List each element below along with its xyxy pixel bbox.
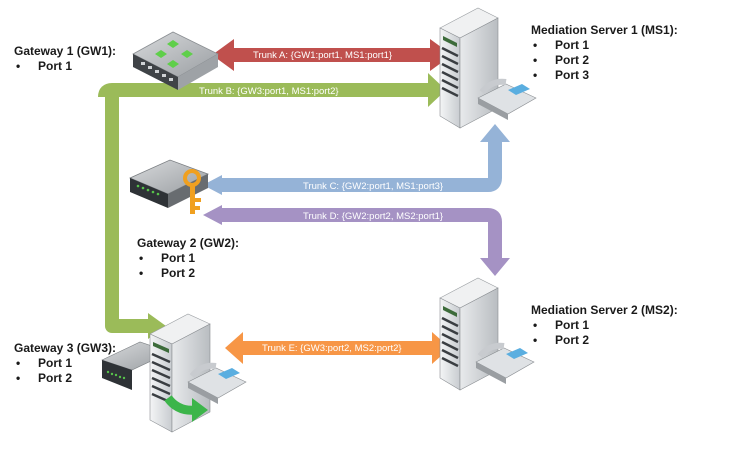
ms2-title: Mediation Server 2 (MS2): <box>531 303 678 317</box>
gw3-label: Gateway 3 (GW3): Port 1 Port 2 <box>14 341 116 386</box>
trunk-e-label: Trunk E: {GW3:port2, MS2:port2} <box>262 343 402 354</box>
ms1-title: Mediation Server 1 (MS1): <box>531 23 678 37</box>
trunk-a-arrow: Trunk A: {GW1:port1, MS1:port1} <box>212 39 452 71</box>
trunk-c-arrow: Trunk C: {GW2:port1, MS1:port3} <box>203 124 510 195</box>
gw2-title: Gateway 2 (GW2): <box>137 236 240 250</box>
gw2-port-list: Port 1 Port 2 <box>137 251 239 281</box>
ms1-port-item: Port 1 <box>531 38 678 53</box>
mediation-server-icon[interactable] <box>439 7 537 129</box>
gw3-title: Gateway 3 (GW3): <box>14 341 117 355</box>
gw1-title: Gateway 1 (GW1): <box>14 44 117 58</box>
gw1-port-list: Port 1 <box>14 59 116 74</box>
gw2-label: Gateway 2 (GW2): Port 1 Port 2 <box>137 236 239 281</box>
ms1-port-item: Port 3 <box>531 68 678 83</box>
gw2-port-item: Port 1 <box>137 251 239 266</box>
trunk-b-label: Trunk B: {GW3:port1, MS1:port2} <box>199 86 339 97</box>
trunk-a-label: Trunk A: {GW1:port1, MS1:port1} <box>253 50 392 61</box>
phone-icon <box>477 78 537 120</box>
ms1-port-list: Port 1 Port 2 Port 3 <box>531 38 678 83</box>
mediation-server-icon[interactable] <box>439 277 535 391</box>
secure-gateway-icon[interactable] <box>128 159 210 214</box>
gateway-server-icon[interactable] <box>101 313 247 433</box>
sync-arrow-icon <box>164 395 208 422</box>
trunk-e-arrow: Trunk E: {GW3:port2, MS2:port2} <box>225 332 450 364</box>
gw1-port-item: Port 1 <box>14 59 116 74</box>
ms2-label: Mediation Server 2 (MS2): Port 1 Port 2 <box>531 303 678 348</box>
gw1-label: Gateway 1 (GW1): Port 1 <box>14 44 116 74</box>
phone-icon <box>187 362 247 404</box>
trunk-d-arrow: Trunk D: {GW2:port2, MS2:port1} <box>203 205 510 276</box>
ms2-port-list: Port 1 Port 2 <box>531 318 678 348</box>
phone-icon <box>475 342 535 384</box>
gw3-port-item: Port 1 <box>14 356 116 371</box>
ms1-port-item: Port 2 <box>531 53 678 68</box>
ms2-port-item: Port 1 <box>531 318 678 333</box>
gw3-port-item: Port 2 <box>14 371 116 386</box>
gw2-port-item: Port 2 <box>137 266 239 281</box>
gw3-port-list: Port 1 Port 2 <box>14 356 116 386</box>
ms1-label: Mediation Server 1 (MS1): Port 1 Port 2 … <box>531 23 678 83</box>
trunk-d-label: Trunk D: {GW2:port2, MS2:port1} <box>303 211 443 222</box>
router-icon[interactable] <box>132 31 219 90</box>
trunk-c-label: Trunk C: {GW2:port1, MS1:port3} <box>303 181 443 192</box>
trunk-b-arrow: Trunk B: {GW3:port1, MS1:port2} <box>98 73 446 339</box>
ms2-port-item: Port 2 <box>531 333 678 348</box>
key-icon <box>183 169 201 214</box>
